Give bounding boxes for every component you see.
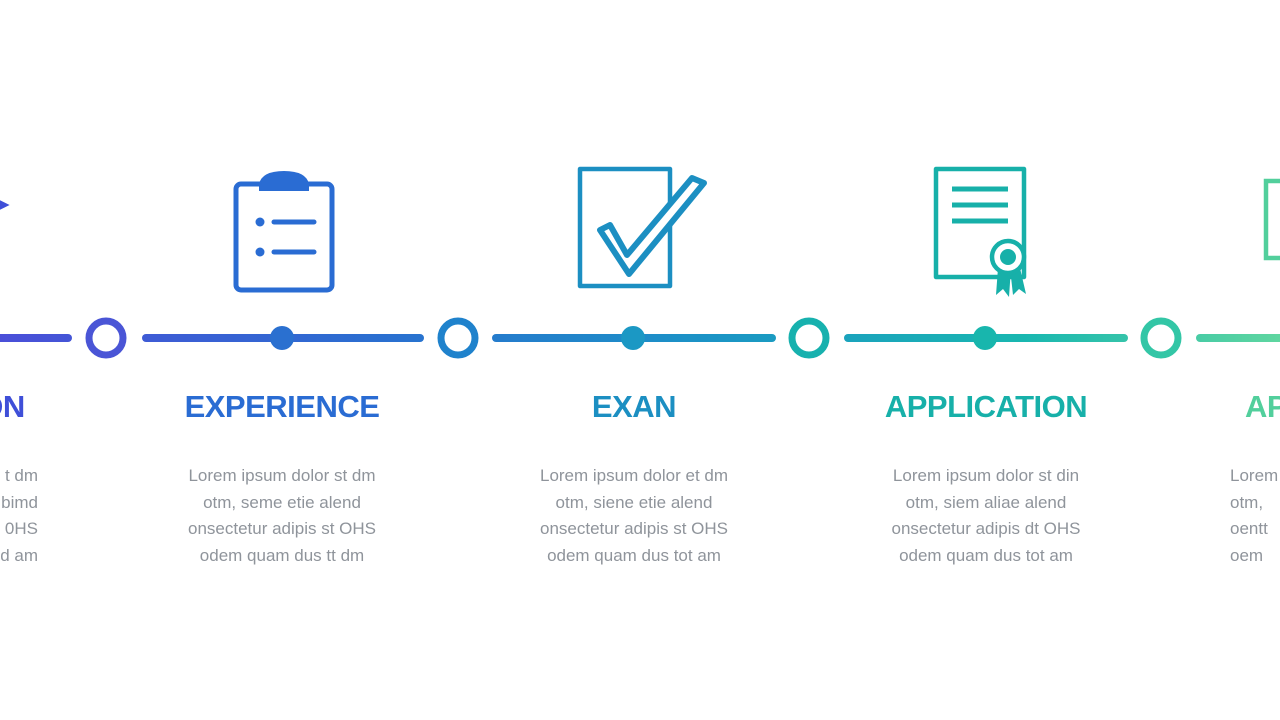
step-column-4: APPLICATION Lorem ipsum dolor st din otm… <box>836 385 1136 569</box>
description-line: bimd <box>1 492 38 512</box>
step-column-5: AP Lorem otm, oentt oem <box>1230 385 1280 569</box>
step-column-2: EXPERIENCE Lorem ipsum dolor st dm otm, … <box>132 385 432 569</box>
description-line: Lorem ipsum dolor et dm <box>539 466 729 485</box>
milestone-ring <box>437 317 479 359</box>
step-description: Lorem ipsum dolor st dm otm, seme etie a… <box>132 463 432 569</box>
step-title: AP <box>1245 389 1280 424</box>
description-line: t dm <box>4 466 38 485</box>
milestone-dot <box>270 326 294 350</box>
checkbox-checkmark-icon <box>577 166 707 289</box>
description-line: otm, siem aliae alend <box>905 492 1067 512</box>
step-column-3: EXAN Lorem ipsum dolor et dm otm, siene … <box>484 385 784 569</box>
step-title: APPLICATION <box>884 389 1088 424</box>
description-line: onsectetur adipis st OHS <box>539 519 729 538</box>
description-line: i 0HS <box>0 519 38 538</box>
description-line: d am <box>0 545 38 565</box>
step-description: Lorem ipsum dolor st din otm, siem aliae… <box>836 463 1136 569</box>
step-description: Lorem otm, oentt oem <box>1230 463 1280 569</box>
description-line: onsectetur adipis dt OHS <box>891 519 1081 538</box>
step-column-1: ON t dm bimd i 0HS d am <box>0 385 152 569</box>
milestone-ring <box>1140 317 1182 359</box>
partial-document-icon <box>1263 178 1280 261</box>
description-line: otm, seme etie alend <box>203 492 361 512</box>
milestone-ring <box>85 317 127 359</box>
description-line: onsectetur adipis st OHS <box>187 519 377 538</box>
step-title: EXPERIENCE <box>184 389 380 424</box>
partial-icon <box>0 200 10 210</box>
step-description: t dm bimd i 0HS d am <box>0 463 152 569</box>
description-line: odem quam dus tt dm <box>199 545 365 565</box>
step-description: Lorem ipsum dolor et dm otm, siene etie … <box>484 463 784 569</box>
step-title: ON <box>0 389 25 424</box>
description-line: Lorem <box>1230 466 1279 485</box>
milestone-rings <box>85 317 1182 359</box>
clipboard-list-icon <box>233 171 335 293</box>
step-title: EXAN <box>591 389 677 424</box>
description-line: otm, siene etie alend <box>555 492 713 512</box>
milestone-dots <box>270 326 997 350</box>
certificate-icon <box>933 166 1027 297</box>
description-line: otm, <box>1230 492 1264 512</box>
description-line: odem quam dus tot am <box>899 545 1073 565</box>
description-line: oem <box>1230 545 1264 565</box>
milestone-ring <box>788 317 830 359</box>
description-line: odem quam dus tot am <box>547 545 721 565</box>
description-line: oentt <box>1230 519 1268 538</box>
description-line: Lorem ipsum dolor st din <box>892 466 1080 485</box>
milestone-dot <box>621 326 645 350</box>
milestone-dot <box>973 326 997 350</box>
description-line: Lorem ipsum dolor st dm <box>188 466 376 485</box>
